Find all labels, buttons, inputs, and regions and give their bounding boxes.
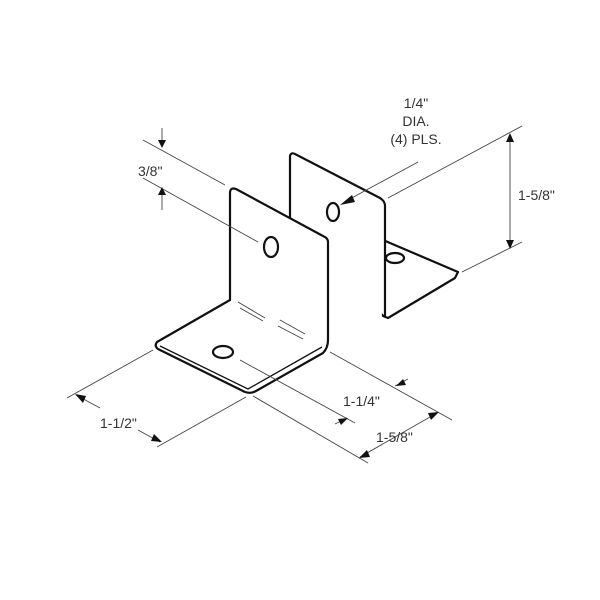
dimension-depth [252,395,439,464]
dimension-width [66,349,247,448]
hole-callout [340,161,419,205]
front-flange-hole [211,344,235,360]
front-plate-hole [262,235,280,259]
hole-count-label: (4) PLS. [390,131,441,147]
hole-dia-label: DIA. [402,113,429,129]
front-bracket [154,187,330,394]
dim-label-width: 1-1/2" [100,415,137,431]
dim-label-hole-offset: 3/8" [138,163,162,179]
dimension-hole-depth [239,351,453,425]
back-plate-hole [325,201,341,223]
dimension-height [387,125,523,273]
dim-label-depth: 1-5/8" [376,429,413,445]
hole-size-label: 1/4" [404,95,428,111]
back-bracket [288,152,460,320]
back-flange-hole [384,251,406,265]
dim-label-height: 1-5/8" [518,187,555,203]
dim-label-hole-depth: 1-1/4" [343,393,380,409]
dimension-3-8 [142,128,259,243]
